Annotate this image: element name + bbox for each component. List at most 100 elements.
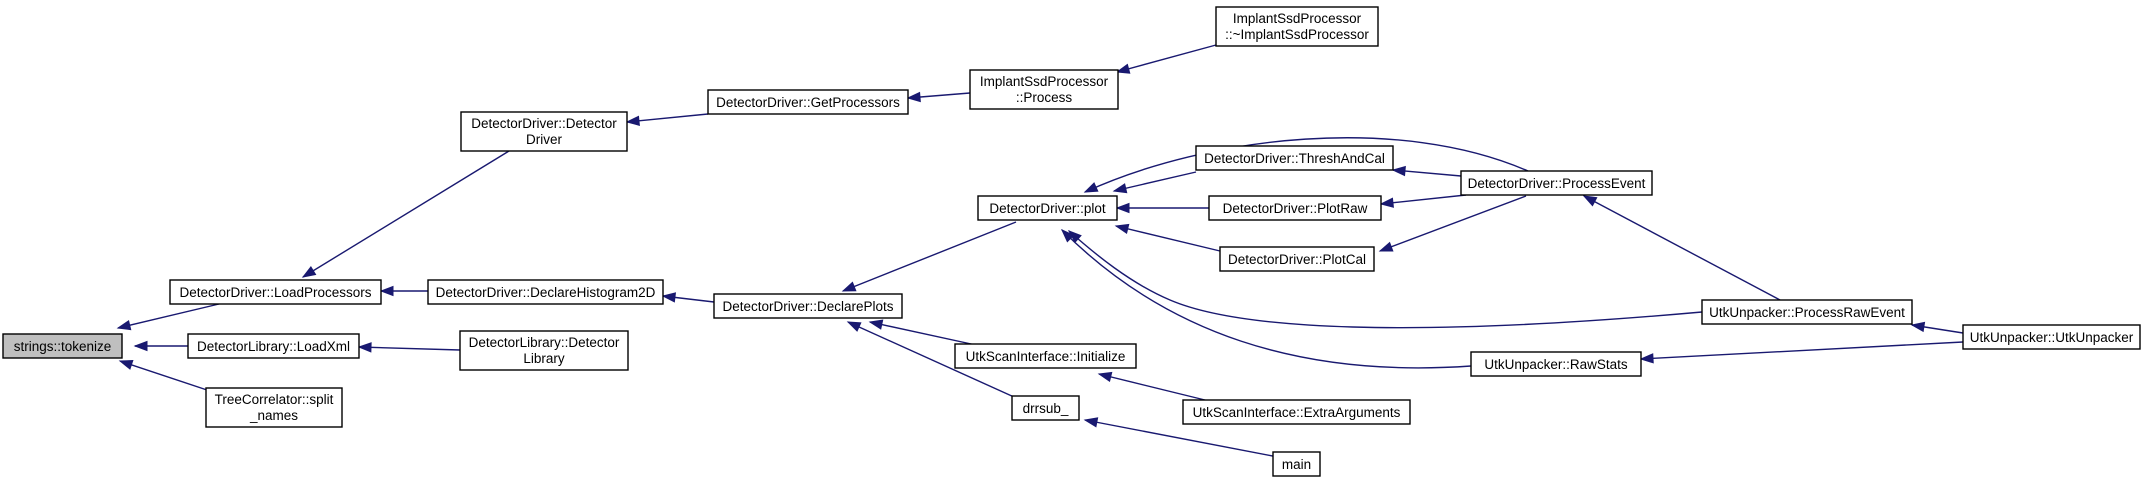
node-extra-arguments[interactable]: UtkScanInterface::ExtraArguments <box>1182 399 1411 425</box>
node-label: DetectorDriver::PlotCal <box>1228 252 1366 267</box>
node-label: UtkUnpacker::UtkUnpacker <box>1970 330 2134 345</box>
arrowhead <box>846 321 862 332</box>
node-label: ImplantSsdProcessor <box>980 74 1109 89</box>
arrowhead <box>1115 63 1131 74</box>
edge-detector-library-ctor-to-load-xml <box>358 346 461 351</box>
arrowhead <box>118 359 134 370</box>
node-label: DetectorDriver::Detector <box>471 116 617 131</box>
node-label: DetectorDriver::ThreshAndCal <box>1204 151 1385 166</box>
node-box <box>1011 395 1080 421</box>
node-thresh-and-cal[interactable]: DetectorDriver::ThreshAndCal <box>1195 145 1394 171</box>
edge-process-raw-event-to-plot <box>1068 230 1703 329</box>
node-box <box>713 293 903 319</box>
edge-get-processors-to-detector-driver-ctor <box>626 113 709 123</box>
node-label: DetectorDriver::GetProcessors <box>716 95 900 110</box>
node-plot-raw[interactable]: DetectorDriver::PlotRaw <box>1208 195 1382 221</box>
node-label: strings::tokenize <box>14 339 112 354</box>
node-label: UtkScanInterface::ExtraArguments <box>1193 405 1401 420</box>
node-label: DetectorLibrary::LoadXml <box>197 339 350 354</box>
node-main[interactable]: main <box>1272 451 1321 477</box>
node-box <box>1460 170 1653 196</box>
node-plot-cal[interactable]: DetectorDriver::PlotCal <box>1219 246 1375 272</box>
node-strings-tokenize[interactable]: strings::tokenize <box>2 333 123 359</box>
node-label: ::Process <box>1016 90 1073 105</box>
node-utk-initialize[interactable]: UtkScanInterface::Initialize <box>954 343 1137 369</box>
node-load-xml[interactable]: DetectorLibrary::LoadXml <box>187 333 360 359</box>
arrowhead <box>357 342 372 353</box>
edge-main-to-drrsub <box>1084 419 1284 459</box>
node-drrsub[interactable]: drrsub_ <box>1011 395 1080 421</box>
node-label: drrsub_ <box>1023 401 1069 416</box>
node-label: DetectorDriver::DeclareHistogram2D <box>436 285 656 300</box>
edge-load-processors-to-tokenize <box>117 303 220 329</box>
node-declare-histogram-2d[interactable]: DetectorDriver::DeclareHistogram2D <box>427 279 664 305</box>
arrowhead <box>116 320 132 331</box>
node-utk-unpacker[interactable]: UtkUnpacker::UtkUnpacker <box>1962 324 2141 350</box>
node-label: main <box>1282 457 1311 472</box>
node-split-names[interactable]: TreeCorrelator::split _names <box>205 387 343 428</box>
node-box <box>169 279 382 305</box>
node-box <box>1272 451 1321 477</box>
edge-drrsub-to-declare-plots <box>847 321 1015 398</box>
node-box <box>1215 6 1379 47</box>
node-implant-dtor[interactable]: ImplantSsdProcessor ::~ImplantSsdProcess… <box>1215 6 1379 47</box>
node-process-raw-event[interactable]: UtkUnpacker::ProcessRawEvent <box>1701 299 1913 325</box>
arrowhead <box>1378 241 1394 252</box>
arrowhead <box>841 281 857 292</box>
node-box <box>1962 324 2141 350</box>
node-detector-driver-plot[interactable]: DetectorDriver::plot <box>977 195 1118 221</box>
arrowhead <box>1115 202 1130 214</box>
node-get-processors[interactable]: DetectorDriver::GetProcessors <box>707 89 909 115</box>
arrowhead <box>1582 195 1598 207</box>
node-label: TreeCorrelator::split <box>215 392 334 407</box>
node-box <box>969 69 1119 110</box>
node-box <box>707 89 909 115</box>
edge-utk-unpacker-to-raw-stats <box>1640 341 1964 360</box>
node-box <box>1219 246 1375 272</box>
arrowhead <box>1112 183 1128 194</box>
arrowhead <box>1114 223 1130 234</box>
node-box <box>977 195 1118 221</box>
node-box <box>460 111 628 152</box>
arrowhead <box>1910 321 1926 333</box>
node-label: DetectorDriver::plot <box>989 201 1106 216</box>
node-process-event[interactable]: DetectorDriver::ProcessEvent <box>1460 170 1653 196</box>
node-label: DetectorDriver::LoadProcessors <box>179 285 371 300</box>
node-label: _names <box>249 408 298 423</box>
node-box <box>1701 299 1913 325</box>
edge-extra-arguments-to-utk-initialize <box>1098 373 1210 402</box>
node-label: DetectorDriver::PlotRaw <box>1223 201 1368 216</box>
node-raw-stats[interactable]: UtkUnpacker::RawStats <box>1470 351 1642 377</box>
node-load-processors[interactable]: DetectorDriver::LoadProcessors <box>169 279 382 305</box>
edge-plot-to-declare-plots <box>842 221 1017 292</box>
edge-utk-initialize-to-declare-plots <box>869 321 986 348</box>
node-box <box>1195 145 1394 171</box>
node-label: DetectorDriver::DeclarePlots <box>722 299 893 314</box>
node-label: ::~ImplantSsdProcessor <box>1225 27 1369 42</box>
node-detector-driver-ctor[interactable]: DetectorDriver::Detector Driver <box>460 111 628 152</box>
arrowhead <box>1083 182 1099 193</box>
arrowhead <box>868 319 884 330</box>
edges-layer <box>117 44 1964 459</box>
node-box <box>427 279 664 305</box>
node-box <box>2 333 123 359</box>
arrowhead <box>1639 353 1654 364</box>
node-label: DetectorDriver::ProcessEvent <box>1468 176 1646 191</box>
edge-thresh-and-cal-to-plot <box>1113 171 1197 192</box>
node-declare-plots[interactable]: DetectorDriver::DeclarePlots <box>713 293 903 319</box>
arrowhead <box>379 285 394 297</box>
node-box <box>1182 399 1411 425</box>
edge-process-event-to-plot-cal <box>1379 195 1527 252</box>
edge-process-raw-event-to-process-event <box>1583 195 1781 301</box>
node-implant-process[interactable]: ImplantSsdProcessor ::Process <box>969 69 1119 110</box>
arrowhead <box>1060 228 1075 243</box>
node-label: UtkUnpacker::ProcessRawEvent <box>1709 305 1905 320</box>
edge-process-event-to-plot-raw <box>1380 194 1467 205</box>
arrowhead <box>301 266 317 278</box>
node-label: DetectorLibrary::Detector <box>469 335 620 350</box>
node-detector-library-ctor[interactable]: DetectorLibrary::Detector Library <box>459 330 629 371</box>
arrowhead <box>625 115 640 126</box>
arrowhead <box>133 340 148 352</box>
node-box <box>1208 195 1382 221</box>
